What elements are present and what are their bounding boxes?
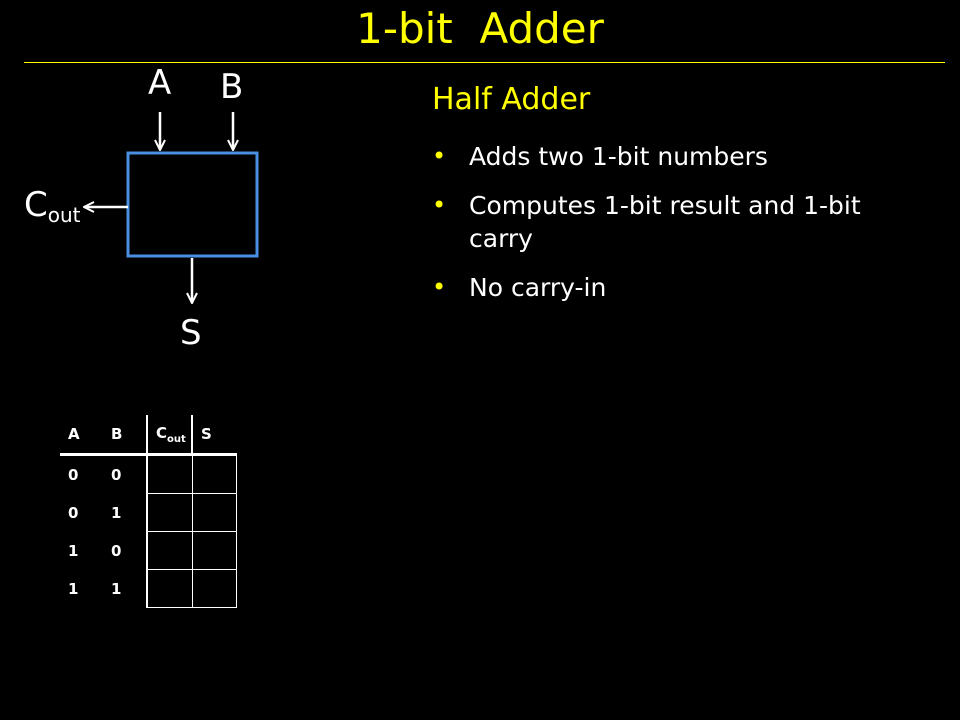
cell-a: 0 — [68, 465, 79, 484]
cell-b: 0 — [103, 454, 148, 494]
truth-table: A B Cout S 0 0 0 1 1 0 1 1 — [60, 415, 237, 608]
table-header-row: A B Cout S — [60, 415, 236, 456]
bullet-text: Computes 1-bit result and 1-bit carry — [469, 191, 861, 253]
bullet-dot-icon: • — [432, 191, 447, 219]
cell-b: 1 — [103, 569, 148, 608]
carry-out-label-main: C — [24, 185, 48, 225]
bullet-dot-icon: • — [432, 142, 447, 170]
input-b-label: B — [220, 67, 244, 107]
header-b: B — [103, 415, 148, 456]
bullet-item: • Adds two 1-bit numbers — [432, 140, 902, 173]
cell-a: 1 — [68, 541, 79, 560]
bullet-item: • No carry-in — [432, 271, 902, 304]
cell-carry-out — [146, 493, 193, 532]
cell-carry-out — [146, 531, 193, 570]
cell-s — [191, 531, 237, 570]
bullet-dot-icon: • — [432, 273, 447, 301]
input-a-label: A — [148, 63, 172, 103]
cell-s — [191, 493, 237, 532]
header-a: A — [60, 415, 103, 456]
table-row: 1 0 — [60, 531, 237, 570]
slide-title: 1-bit Adder — [356, 4, 604, 53]
title-divider — [24, 62, 945, 63]
carry-out-label-sub: out — [47, 203, 81, 227]
adder-box — [126, 151, 259, 258]
header-carry-out-sub: out — [167, 433, 186, 445]
cell-a: 1 — [68, 579, 79, 598]
bullet-item: • Computes 1-bit result and 1-bit carry — [432, 189, 902, 255]
header-s: S — [192, 415, 236, 456]
header-carry-out: Cout — [147, 415, 193, 456]
bullet-text: No carry-in — [469, 273, 607, 302]
cell-b: 1 — [103, 493, 148, 532]
cell-carry-out — [146, 569, 193, 608]
carry-out-label: Cout — [24, 188, 81, 225]
header-carry-out-main: C — [156, 423, 168, 442]
table-row: 0 0 — [60, 454, 237, 494]
half-adder-diagram — [0, 112, 259, 380]
bullet-text: Adds two 1-bit numbers — [469, 142, 768, 171]
cell-s — [191, 454, 237, 494]
bullet-list: • Adds two 1-bit numbers • Computes 1-bit … — [432, 140, 902, 320]
cell-s — [191, 569, 237, 608]
section-heading: Half Adder — [432, 82, 591, 117]
table-row: 1 1 — [60, 569, 237, 608]
table-row: 0 1 — [60, 493, 237, 532]
cell-a: 0 — [68, 503, 79, 522]
cell-b: 0 — [103, 531, 148, 570]
cell-carry-out — [146, 454, 193, 494]
sum-label: S — [180, 313, 202, 353]
